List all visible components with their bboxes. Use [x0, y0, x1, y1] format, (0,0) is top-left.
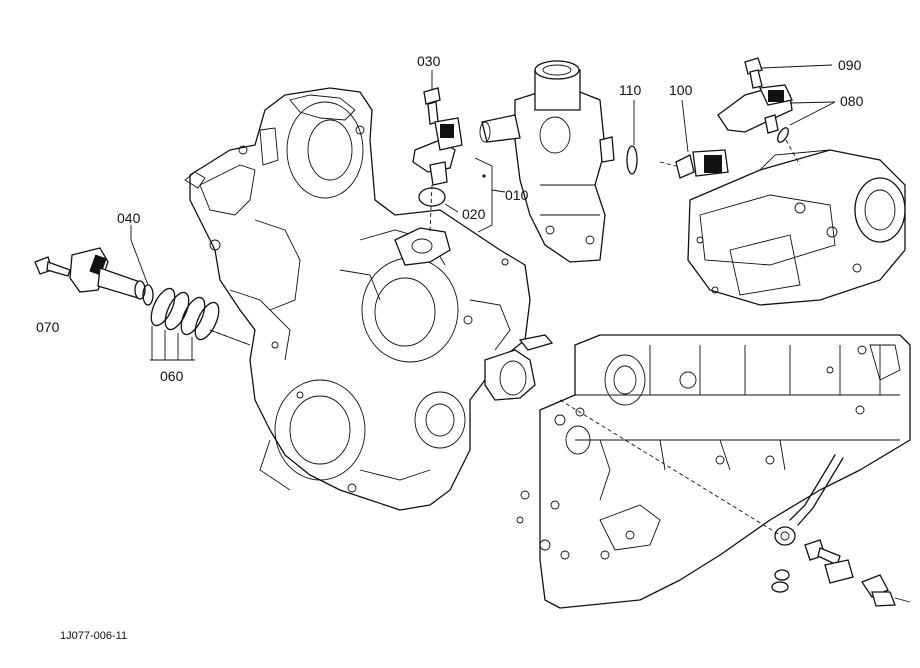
part-070-bolt [34, 256, 71, 277]
callout-080: 080 [840, 93, 864, 109]
callout-010: 010 [505, 187, 529, 203]
crankshaft-sensor [69, 247, 146, 300]
part-060-rings [150, 287, 251, 346]
part-090-bolt [744, 57, 763, 89]
leader-lines [130, 64, 836, 536]
callout-110: 110 [619, 82, 642, 98]
callout-030: 030 [417, 53, 441, 69]
part-100-temp-sensor [675, 149, 729, 179]
camshaft-sensor [412, 117, 463, 186]
cylinder-block [516, 334, 911, 609]
callout-100: 100 [669, 82, 693, 98]
part-030-bolt [423, 87, 441, 125]
part-080-sensor [717, 84, 793, 143]
thermostat-housing [479, 60, 615, 263]
callout-020: 020 [462, 206, 486, 222]
callout-090: 090 [838, 57, 862, 73]
part-020-o-ring [418, 187, 446, 207]
intake-throttle-body [687, 149, 906, 306]
oil-pressure-switch-group [771, 539, 911, 607]
callout-060: 060 [160, 368, 184, 384]
gear-case [184, 87, 554, 511]
reference-code: 1J077-006-11 [60, 630, 127, 642]
callout-040: 040 [117, 210, 141, 226]
part-110-gasket [626, 145, 638, 175]
callout-070: 070 [36, 319, 60, 335]
